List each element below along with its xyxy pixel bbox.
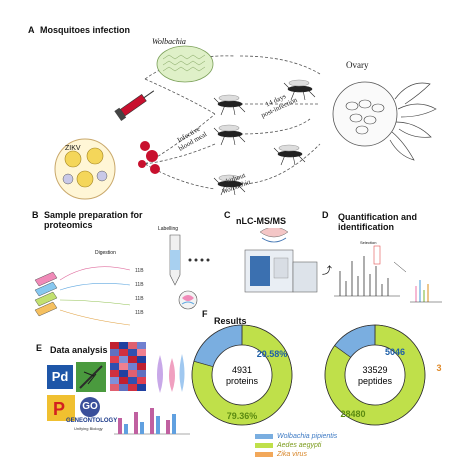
donut-0-center-unit: proteins: [226, 376, 259, 386]
donut-0-outline: [191, 324, 293, 426]
labelling-label: Labelling: [158, 226, 179, 232]
violin-thumbnail: [157, 354, 185, 393]
legend-label-zika: Zika virus: [277, 451, 307, 458]
thumb-bars: [118, 408, 176, 434]
legend-item-zika: Zika virus: [255, 450, 337, 459]
arrow-to-d: ⤴: [322, 266, 332, 277]
spectrum-peaks: [339, 256, 389, 296]
panel-b-illustration: 11B 11B 11B 11B: [34, 234, 210, 326]
donut-1-center-unit: peptides: [358, 376, 393, 386]
ovary-drawing: [332, 81, 437, 161]
panel-a-title: Mosquitoes infection: [40, 25, 130, 35]
svg-text:11B: 11B: [135, 310, 144, 316]
legend-swatch-zika: [255, 452, 273, 457]
selection-label: Selection: [360, 240, 377, 245]
wolbachia-label: Wolbachia: [152, 37, 186, 46]
panel-b-title-line2: proteomics: [44, 220, 93, 230]
geneontology-tagline: Unifying Biology: [74, 426, 103, 431]
panel-a-letter: A: [28, 25, 35, 35]
ms-instrument-icon: [244, 228, 318, 293]
results-donut-charts: 4931proteins20.58%79.36%0.06%33529peptid…: [191, 324, 442, 426]
panel-a-illustration: [54, 45, 437, 200]
panel-b-title-line1: Sample preparation for: [44, 210, 143, 220]
geneontology-icon: GO: [80, 397, 100, 417]
panel-e-letter: E: [36, 343, 43, 353]
donut-0-center-count: 4931: [232, 365, 252, 375]
legend-swatch-wolbachia: [255, 434, 273, 439]
svg-text:11B: 11B: [135, 282, 144, 288]
wolbachia-cell: [156, 45, 214, 83]
geneontology-label: GENEONTOLOGY: [66, 418, 118, 424]
bar-thumbnail: [114, 408, 190, 435]
donut-1-hole: [344, 344, 406, 406]
bead-dots: [188, 258, 210, 262]
ovary-label: Ovary: [346, 60, 369, 70]
panel-b-title: Sample preparation for proteomics: [44, 210, 143, 230]
panel-b-letter: B: [32, 210, 39, 220]
legend-item-aedes: Aedes aegypti: [255, 441, 337, 450]
donut-0-label-aedes: 79.36%: [227, 411, 258, 421]
blood-drops: [138, 141, 160, 174]
pooled-tube: [178, 290, 198, 310]
legend-swatch-aedes: [255, 443, 273, 448]
mosquito-app-icon: [76, 362, 106, 392]
legend-label-wolbachia: Wolbachia pipientis: [277, 433, 338, 440]
panel-d-letter: D: [322, 210, 329, 220]
spectrum-illustration: [334, 245, 442, 303]
legend-item-wolbachia: Wolbachia pipientis: [255, 432, 337, 441]
panel-d-title-line2: identification: [338, 222, 394, 232]
heatmap-cells: [110, 342, 146, 391]
panel-f-title: Results: [214, 316, 247, 326]
syringe-icon: [114, 90, 155, 121]
panel-f-letter: F: [202, 309, 208, 319]
donut-1-outline: [324, 324, 426, 426]
panel-c-title: nLC-MS/MS: [236, 216, 286, 226]
panel-e-title: Data analysis: [50, 345, 108, 355]
sample-tubes: [34, 271, 58, 317]
donut-1-label-zika: 3: [436, 363, 441, 373]
pd-icon: Pd: [47, 365, 73, 389]
donut-0-label-wolbachia: 20.58%: [257, 349, 288, 359]
svg-text:P: P: [53, 399, 65, 419]
mosquitoes: [213, 79, 316, 196]
tag-labels: 11B 11B 11B 11B: [135, 268, 144, 316]
labelling-tube: [169, 234, 181, 286]
heatmap-thumbnail: [110, 342, 146, 391]
reporter-ions: [410, 280, 442, 303]
panel-d-title: Quantification and identification: [338, 212, 417, 232]
donut-1-center-count: 33529: [362, 365, 387, 375]
donut-1-label-aedes: 28480: [340, 409, 365, 419]
donut-1-label-wolbachia: 5046: [385, 347, 405, 357]
panel-d-title-line1: Quantification and: [338, 212, 418, 222]
zikv-dish: [54, 138, 116, 200]
digestion-label: Digestion: [95, 250, 116, 256]
peptide-lines: [59, 266, 131, 326]
panel-a-arrows: [144, 55, 321, 190]
panel-c-letter: C: [224, 210, 231, 220]
legend-label-aedes: Aedes aegypti: [277, 442, 322, 449]
zikv-label: ZIKV: [65, 145, 81, 152]
peaks-app-icon: P: [47, 395, 75, 421]
legend: Wolbachia pipientis Aedes aegypti Zika v…: [255, 432, 337, 459]
donut-0-hole: [211, 344, 273, 406]
svg-text:11B: 11B: [135, 268, 144, 274]
svg-text:11B: 11B: [135, 296, 144, 302]
